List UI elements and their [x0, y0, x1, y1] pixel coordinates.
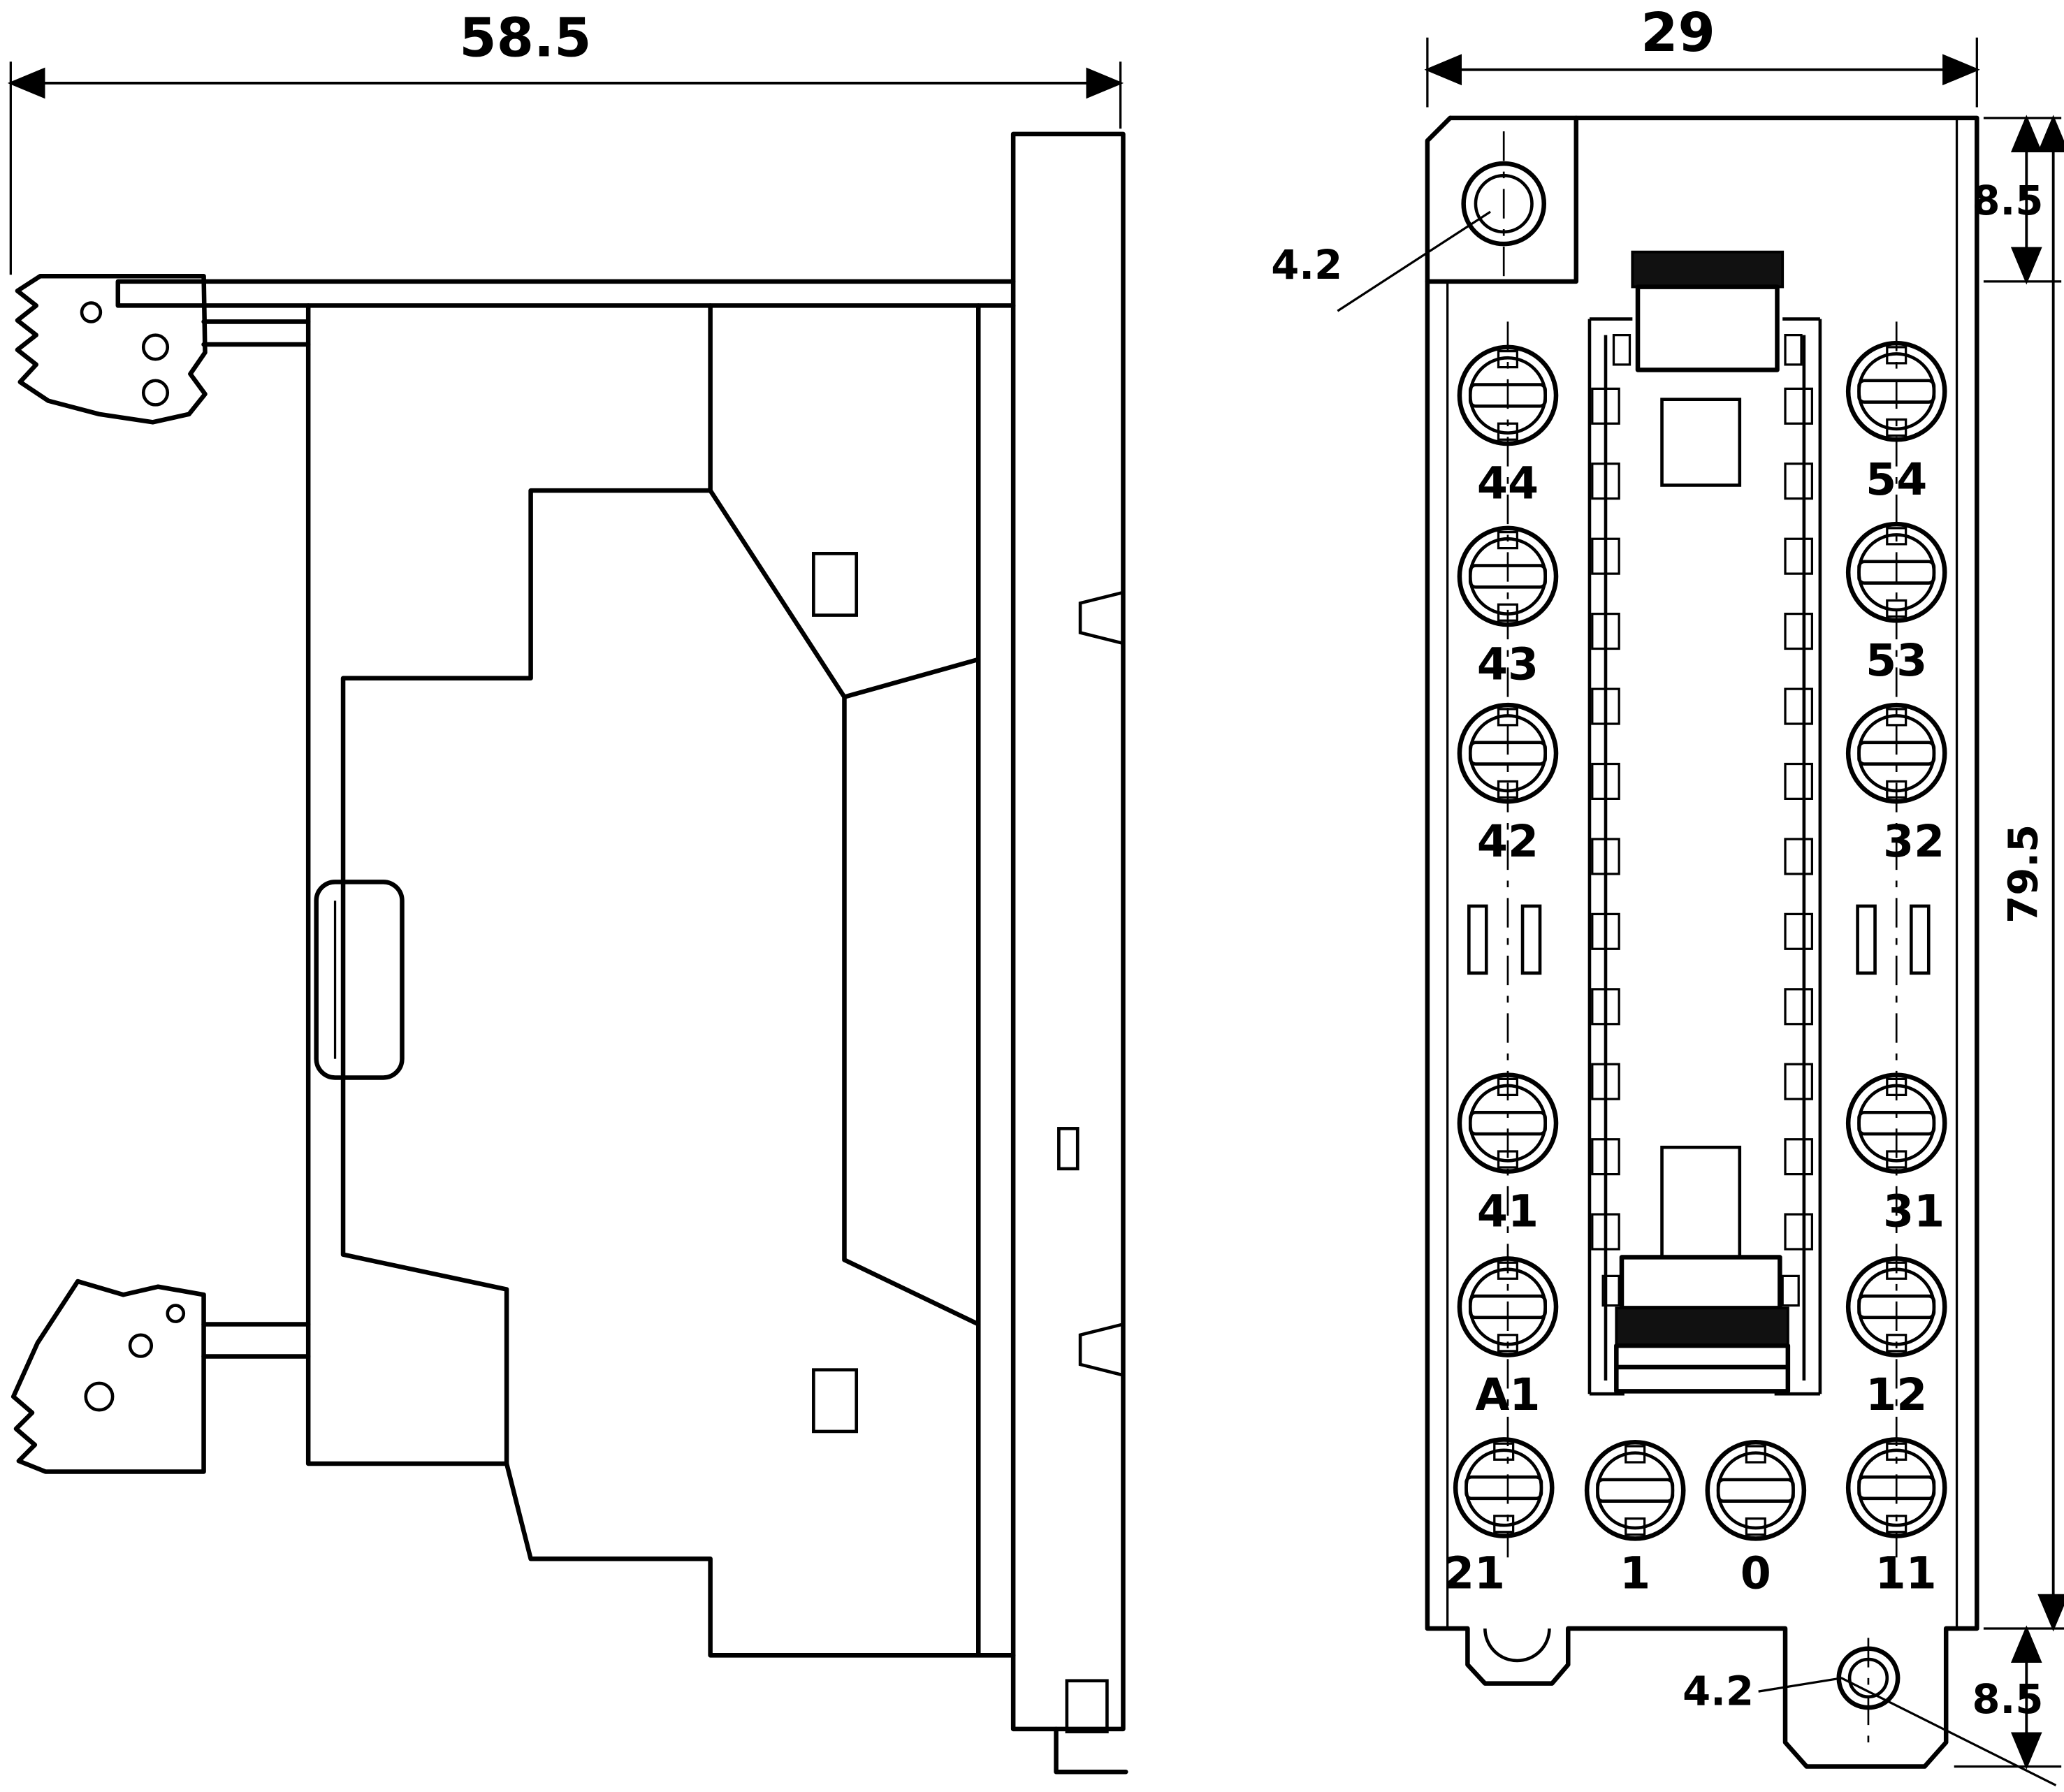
terminal-label: 0	[1740, 1547, 1771, 1598]
ear-outline	[1425, 115, 1579, 284]
vent-windows	[812, 552, 859, 1434]
terminal-screw-0	[1708, 1442, 1804, 1538]
flange-outline	[1010, 131, 1126, 1732]
side-view: 58.5	[7, 8, 1128, 1775]
bottom-tab-window	[1065, 1679, 1109, 1733]
clip-pin-hole	[84, 1381, 115, 1412]
terminal-label: A1	[1475, 1369, 1540, 1420]
lever-base	[1614, 1343, 1791, 1394]
bottom-offset-label: 8.5	[1972, 1676, 2043, 1723]
clip-arm	[201, 319, 311, 347]
bottom-tab-edge	[1054, 1726, 1128, 1775]
cavity-rails	[1587, 317, 1822, 1396]
top-offset-label: 8.5	[1972, 177, 2043, 224]
lever-nubs	[1601, 1274, 1800, 1307]
terminal-label: 44	[1477, 458, 1539, 509]
lever-body	[1619, 1255, 1782, 1311]
ear-hole-outer	[1461, 161, 1547, 247]
flange-slot	[1057, 1127, 1080, 1171]
clip-pin-hole	[141, 379, 170, 407]
lever-window	[1660, 1145, 1742, 1259]
terminal-label: 12	[1866, 1369, 1927, 1420]
clip-pin-hole	[166, 1304, 186, 1323]
flange-notches	[1078, 590, 1124, 1377]
leader-line	[1337, 210, 1491, 312]
top-offset-dimension: 8.5	[1972, 115, 2062, 285]
clip-pin-hole	[141, 333, 170, 361]
indicator-slots	[1467, 904, 1931, 975]
terminal-label: 32	[1883, 815, 1945, 867]
bottom-lever	[1601, 1145, 1800, 1394]
mounting-ear-top: 4.2	[1271, 115, 1579, 312]
clip-claw	[15, 273, 208, 425]
front-view: 4.2 4.2	[1271, 2, 2064, 1786]
front-width-dimension: 29	[1424, 2, 1980, 108]
side-width-label: 58.5	[459, 8, 591, 70]
terminal-label: 21	[1444, 1547, 1505, 1598]
terminal-label: 1	[1620, 1547, 1650, 1598]
top-latch	[1612, 250, 1803, 487]
height-dimension: 79.5	[1983, 115, 2064, 1632]
terminal-screw-1	[1587, 1442, 1683, 1538]
side-width-dimension: 58.5	[7, 8, 1124, 275]
front-width-label: 29	[1641, 2, 1715, 64]
front-flange	[1010, 131, 1128, 1775]
din-clip-bottom	[10, 1279, 311, 1474]
contact-slots-right	[1784, 387, 1814, 1251]
clip-pin-hole	[80, 301, 103, 323]
clip-claw	[10, 1279, 206, 1474]
latch-dark-band	[1631, 250, 1785, 289]
terminal-label: 43	[1477, 639, 1539, 690]
clip-arm	[201, 1322, 311, 1359]
bottom-hole-label: 4.2	[1683, 1668, 1754, 1714]
latch-body	[1635, 284, 1780, 372]
bottom-left-tab-arc	[1483, 1628, 1551, 1663]
mounting-tab-bottom: 4.2	[1683, 1638, 2057, 1786]
clip-pin-hole	[128, 1333, 154, 1358]
dimension-extension-lines	[9, 61, 1122, 275]
body-outline	[305, 303, 1016, 1658]
top-hole-label: 4.2	[1271, 242, 1342, 289]
terminal-label: 54	[1866, 453, 1927, 505]
terminal-label: 31	[1883, 1185, 1945, 1237]
height-label: 79.5	[2000, 824, 2047, 924]
leader-line	[1758, 1677, 2057, 1786]
terminal-label: 53	[1866, 634, 1927, 686]
body-inner-contours	[340, 303, 981, 1466]
top-plate	[115, 279, 1016, 308]
contact-slots-left	[1591, 387, 1620, 1251]
terminal-label: 42	[1477, 815, 1539, 867]
bottom-offset-dimension: 8.5	[1954, 1625, 2062, 1770]
terminal-screw-21	[1455, 1439, 1552, 1536]
relay-cavity	[1587, 317, 1822, 1396]
latch-nubs	[1612, 333, 1803, 366]
inner-edge-lines	[1446, 117, 1958, 1629]
terminal-label: 11	[1875, 1547, 1937, 1598]
terminal-label: 41	[1477, 1185, 1539, 1237]
latch-window	[1660, 398, 1742, 487]
lever-dark-band	[1615, 1306, 1789, 1348]
terminal-centerlines	[1506, 321, 1898, 1558]
din-clip-top	[15, 273, 311, 425]
front-outline	[1425, 115, 1979, 1769]
release-latch	[314, 880, 405, 1080]
